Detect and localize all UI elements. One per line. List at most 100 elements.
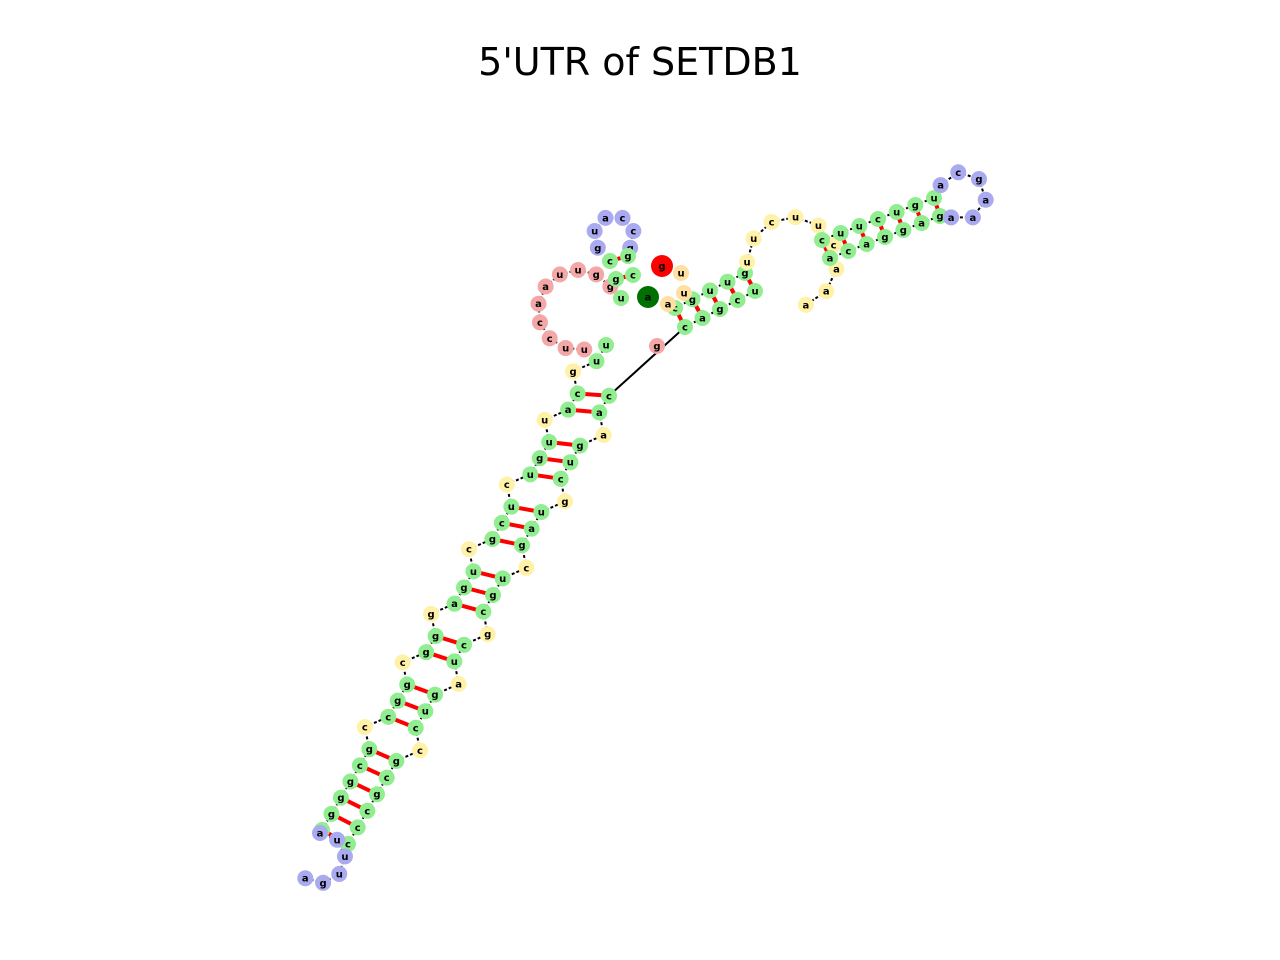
backbone-segment xyxy=(957,171,980,180)
svg-text:a: a xyxy=(455,680,462,691)
nucleotide-top-stem: g xyxy=(608,271,624,287)
svg-text:c: c xyxy=(355,823,361,834)
svg-text:c: c xyxy=(819,236,825,247)
nucleotide-multiloop: g xyxy=(649,338,665,354)
svg-text:g: g xyxy=(900,226,907,237)
nucleotide-left-stem-5p: u xyxy=(588,353,605,370)
nucleotide-left-stem-3p: c xyxy=(475,603,492,620)
nucleotide-left-stem-5p: g xyxy=(531,450,548,467)
svg-text:a: a xyxy=(451,599,458,610)
nucleotides-layer: gcgcgcggccggccccguggcagugcggacgguuccggca… xyxy=(297,164,994,891)
svg-text:g: g xyxy=(431,690,438,701)
svg-text:a: a xyxy=(535,299,542,310)
nucleotide-hairpin-loop: u xyxy=(331,865,348,882)
svg-text:u: u xyxy=(470,567,477,578)
nucleotide-multiloop: c xyxy=(531,314,548,331)
nucleotide-far-stem-5p: u xyxy=(832,225,849,241)
svg-text:g: g xyxy=(624,252,631,263)
nucleotide-left-stem-3p: g xyxy=(369,786,385,803)
backbone-segment xyxy=(401,662,409,685)
nucleotide-right-stem-5p: u xyxy=(719,273,736,290)
nucleotide-top-stem: c xyxy=(602,253,618,269)
svg-text:g: g xyxy=(489,591,496,602)
svg-text:u: u xyxy=(334,835,341,846)
svg-text:u: u xyxy=(617,294,624,305)
svg-text:g: g xyxy=(394,696,401,707)
backbone-segment xyxy=(521,545,528,568)
svg-text:c: c xyxy=(630,271,636,282)
svg-text:g: g xyxy=(561,497,568,508)
svg-text:c: c xyxy=(480,607,486,618)
nucleotide-right-stem-3p: g xyxy=(712,301,728,317)
svg-text:u: u xyxy=(743,258,750,269)
svg-text:a: a xyxy=(645,293,652,304)
svg-text:u: u xyxy=(680,289,687,300)
backbone-segment xyxy=(363,726,371,750)
svg-text:c: c xyxy=(499,518,505,529)
svg-text:g: g xyxy=(912,201,919,212)
nucleotide-left-stem-3p: u xyxy=(562,454,579,471)
nucleotide-far-stem-5p: u xyxy=(888,204,905,220)
svg-text:g: g xyxy=(347,777,354,788)
three-prime-end: g xyxy=(651,255,673,277)
nucleotide-left-stem-3p: c xyxy=(349,819,366,836)
nucleotide-far-stem-3p: g xyxy=(895,222,912,238)
svg-text:u: u xyxy=(837,229,844,240)
nucleotide-left-stem-3p: c xyxy=(412,742,428,759)
backbone-segment xyxy=(543,419,551,443)
svg-text:a: a xyxy=(317,829,324,840)
nucleotide-left-stem-3p: c xyxy=(518,559,535,576)
svg-text:u: u xyxy=(567,458,574,469)
svg-text:a: a xyxy=(542,282,549,293)
nucleotide-hairpin-loop: a xyxy=(932,177,949,194)
nucleotide-left-stem-5p: g xyxy=(342,773,359,790)
svg-text:u: u xyxy=(706,286,713,297)
svg-text:u: u xyxy=(527,470,534,481)
nucleotide-left-stem-5p: a xyxy=(446,595,463,612)
svg-text:u: u xyxy=(751,287,758,298)
nucleotide-left-stem-5p: c xyxy=(380,708,397,725)
nucleotide-left-stem-5p: g xyxy=(484,531,501,547)
backbone-segment xyxy=(972,199,987,218)
svg-text:a: a xyxy=(863,240,870,251)
nucleotide-left-stem-3p: a xyxy=(523,520,540,537)
nucleotide-left-stem-3p: g xyxy=(479,626,496,643)
svg-text:g: g xyxy=(975,175,982,186)
svg-text:g: g xyxy=(536,454,543,465)
svg-text:a: a xyxy=(600,431,607,442)
nucleotide-right-stem-3p: c xyxy=(729,292,746,308)
svg-text:g: g xyxy=(423,648,430,659)
backbone-segment xyxy=(453,661,460,685)
nucleotide-left-stem-5p: c xyxy=(356,719,373,735)
svg-text:u: u xyxy=(341,852,348,863)
nucleotide-left-stem-3p: c xyxy=(552,470,569,487)
nucleotide-hairpin-loop: a xyxy=(943,209,960,226)
svg-text:g: g xyxy=(576,441,583,452)
svg-text:g: g xyxy=(460,583,467,594)
svg-text:u: u xyxy=(574,266,581,277)
nucleotide-top-hairpin: c xyxy=(625,223,642,240)
backbone-segment xyxy=(608,326,686,397)
nucleotide-left-stem-5p: g xyxy=(389,692,406,709)
nucleotide-interior-loop: a xyxy=(818,283,835,300)
svg-text:c: c xyxy=(845,247,851,258)
svg-text:g: g xyxy=(594,243,601,254)
nucleotide-right-stem-3p: c xyxy=(677,319,693,335)
svg-text:u: u xyxy=(336,869,343,880)
nucleotide-left-stem-3p: c xyxy=(601,387,617,404)
nucleotide-interior-loop: u xyxy=(787,209,804,226)
svg-text:g: g xyxy=(612,275,619,286)
nucleotide-multiloop: u xyxy=(551,266,568,283)
svg-text:c: c xyxy=(466,545,472,556)
nucleotide-top-hairpin: c xyxy=(614,209,631,226)
nucleotide-far-stem-3p: a xyxy=(858,236,875,252)
nucleotide-multiloop: g xyxy=(588,266,605,283)
diagram-title: 5'UTR of SETDB1 xyxy=(478,40,802,84)
nucleotide-hairpin-loop: u xyxy=(336,848,353,865)
svg-text:c: c xyxy=(769,217,775,228)
svg-text:c: c xyxy=(620,213,626,224)
svg-text:c: c xyxy=(575,389,581,400)
nucleotide-left-stem-5p: g xyxy=(565,363,582,380)
svg-text:c: c xyxy=(357,761,363,772)
